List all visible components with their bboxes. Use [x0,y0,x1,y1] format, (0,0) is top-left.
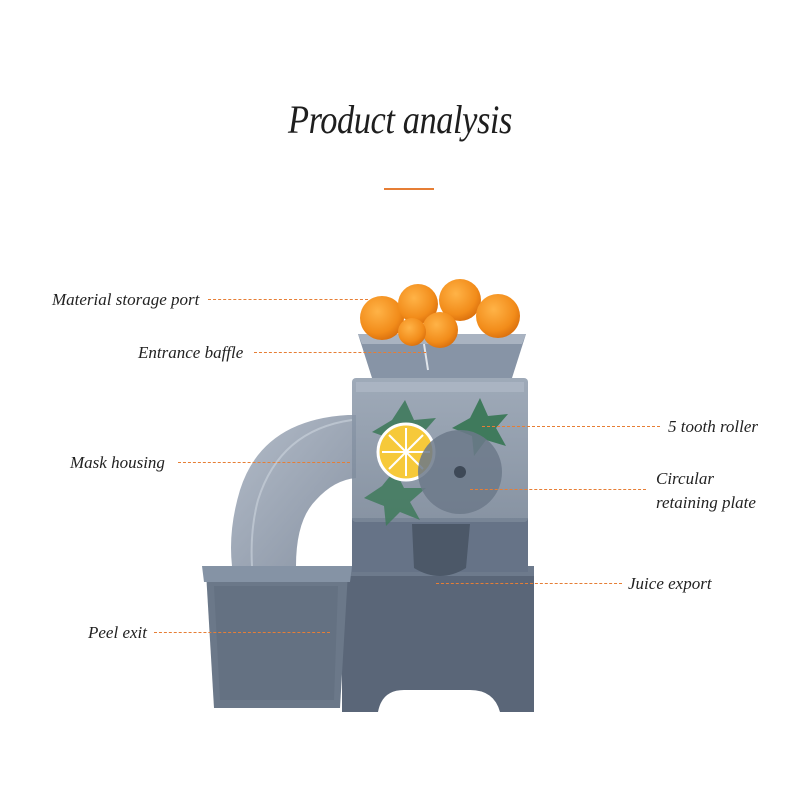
label-retaining-plate-line: retaining plate [656,493,756,512]
label-juice-export: Juice export [628,574,712,593]
leader-retaining-plate [470,489,646,490]
title-underline [384,188,434,190]
hopper [358,334,526,378]
label-5-tooth-roller: 5 tooth roller [668,417,759,436]
mask-housing-shape [231,415,356,567]
page-title: Product analysis [287,97,513,142]
leader-peel-exit [154,632,330,633]
leader-material-storage-port [208,299,368,300]
oranges [360,279,520,348]
leader-mask-housing [178,462,350,463]
label-material-storage-port: Material storage port [52,290,200,309]
leader-tooth-roller [482,426,660,427]
label-circular-line: Circular [656,469,714,488]
label-entrance-baffle: Entrance baffle [138,343,244,362]
main-body [352,518,528,576]
peel-bin [202,566,352,708]
leader-entrance-baffle [254,352,426,353]
base-stand [342,566,534,712]
retaining-plate [418,430,502,514]
leader-juice-export [436,583,622,584]
label-peel-exit: Peel exit [88,623,147,642]
label-circular-retaining-plate: Circular retaining plate [656,467,786,515]
label-mask-housing: Mask housing [70,453,165,472]
